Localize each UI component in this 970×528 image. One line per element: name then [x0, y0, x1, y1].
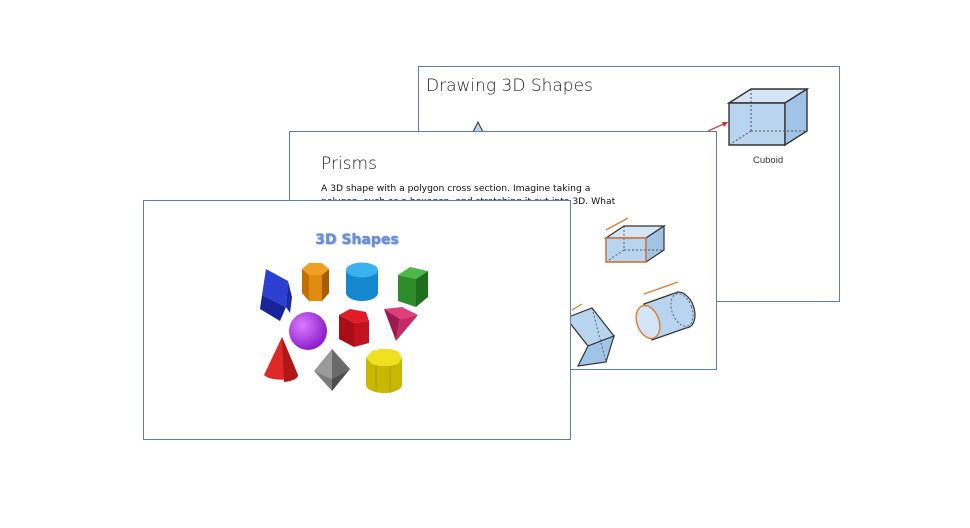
purple-sphere-icon [289, 312, 327, 350]
slide-title: 3D Shapes [315, 232, 399, 248]
cyan-cylinder-icon [346, 262, 378, 301]
triangular-prism-icon [565, 303, 615, 367]
cylinder-icon [635, 281, 696, 341]
grey-octahedron-icon [314, 349, 350, 391]
orange-hexagonal-prism-icon [302, 263, 329, 301]
red-cone-icon [264, 337, 299, 382]
red-pentagonal-prism-icon [339, 309, 369, 347]
cuboid-wireframe-icon [726, 87, 810, 147]
arrow-icon [707, 122, 728, 132]
green-cube-icon [398, 267, 428, 307]
cuboid-prism-icon [604, 217, 666, 264]
cuboid-caption: Cuboid [753, 155, 784, 166]
slide-title: Prisms [321, 154, 377, 174]
slide-title: Drawing 3D Shapes [426, 76, 593, 96]
blue-cube-icon [260, 269, 292, 321]
yellow-octagonal-prism-icon [366, 349, 402, 393]
magenta-triangular-prism-icon [384, 307, 418, 341]
slide-3d-shapes[interactable]: 3D Shapes [143, 200, 571, 440]
